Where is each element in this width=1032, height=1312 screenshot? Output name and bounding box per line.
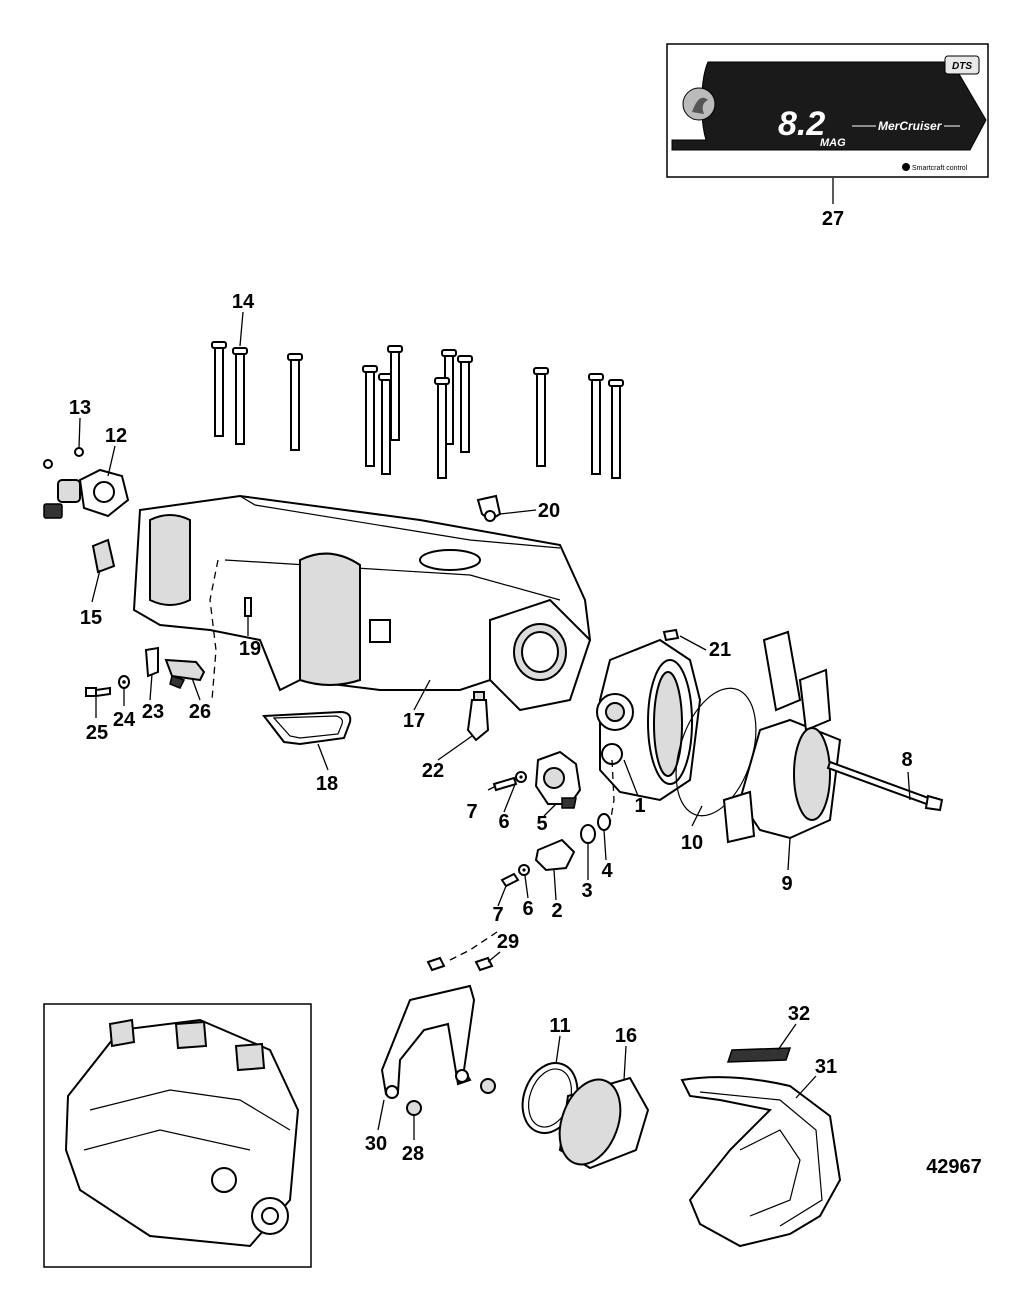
callout-28: 28 <box>402 1143 424 1165</box>
sensor-part-5 <box>534 750 582 809</box>
bolt-part-25 <box>85 686 111 698</box>
callout-8: 8 <box>901 749 912 771</box>
callout-6b: 6 <box>522 898 533 920</box>
drawing-number: 42967 <box>926 1156 982 1178</box>
screw-part-21 <box>662 628 680 642</box>
callout-17: 17 <box>403 710 425 732</box>
gasket-part-18 <box>262 710 352 746</box>
callout-27: 27 <box>822 208 844 230</box>
clip-part-23 <box>144 646 159 678</box>
callout-7: 7 <box>466 801 477 823</box>
decal-model-sub-text: MAG <box>820 137 846 149</box>
o-ring-part-4 <box>597 813 611 831</box>
smartcraft-icon <box>902 163 910 171</box>
throttle-body-part-1 <box>596 638 702 802</box>
leader-lines <box>78 178 911 1140</box>
screw-part-13 <box>74 447 84 457</box>
actuator-part-12 <box>43 459 130 519</box>
assembly-guides <box>209 559 615 961</box>
callout-3: 3 <box>581 880 592 902</box>
callout-20: 20 <box>538 500 560 522</box>
dts-badge-text: DTS <box>952 61 972 72</box>
callout-29: 29 <box>497 931 519 953</box>
callout-13: 13 <box>69 397 91 419</box>
screw-part-7 <box>492 776 518 792</box>
block-part-15 <box>91 538 116 574</box>
engine-inset <box>43 1003 312 1268</box>
screw-part-7b <box>500 872 520 888</box>
callout-14: 14 <box>232 291 255 313</box>
callout-2: 2 <box>551 900 562 922</box>
decal-model-text: 8.2 <box>778 105 825 143</box>
callout-24: 24 <box>113 709 136 731</box>
callout-21: 21 <box>709 639 731 661</box>
washer-part-6 <box>515 771 527 783</box>
callout-9: 9 <box>781 873 792 895</box>
callout-22: 22 <box>422 760 444 782</box>
elbow-fitting-part-20 <box>476 494 502 522</box>
callout-7b: 7 <box>492 904 503 926</box>
callout-30: 30 <box>365 1133 387 1155</box>
callout-10: 10 <box>681 832 703 854</box>
adapter-part-9 <box>722 630 842 844</box>
pin-part-19 <box>244 597 252 617</box>
callout-19: 19 <box>239 638 261 660</box>
smartcraft-emblem-text: Smartcraft control <box>912 165 968 172</box>
callout-25: 25 <box>86 722 108 744</box>
decal-part-32 <box>726 1047 792 1063</box>
intake-manifold-part-17 <box>132 494 592 712</box>
grommet-part-28 <box>406 1078 496 1116</box>
callout-4: 4 <box>601 860 613 882</box>
callout-5: 5 <box>536 813 547 835</box>
callout-31: 31 <box>815 1056 837 1078</box>
washer-part-6b <box>518 864 530 876</box>
callout-23: 23 <box>142 701 164 723</box>
dts-badge <box>944 55 980 75</box>
washer-part-24 <box>118 675 130 689</box>
callout-12: 12 <box>105 425 127 447</box>
callout-18: 18 <box>316 773 338 795</box>
sensor-part-22 <box>466 691 490 742</box>
grommet-part-29 <box>426 956 494 972</box>
callout-32: 32 <box>788 1003 810 1025</box>
callout-1: 1 <box>634 795 645 817</box>
flame-arrestor-part-16 <box>558 1076 650 1170</box>
bracket-part-30 <box>380 984 476 1099</box>
callout-26: 26 <box>189 701 211 723</box>
bolts-part-14 <box>211 341 624 479</box>
engine-cover-part-31 <box>680 1076 842 1248</box>
cover-part-2 <box>534 838 576 872</box>
decal-brand-text: MerCruiser <box>878 119 943 133</box>
o-ring-part-3 <box>580 824 596 844</box>
callout-16: 16 <box>615 1025 637 1047</box>
callout-6: 6 <box>498 811 509 833</box>
callout-labels: 27 14 13 12 20 15 19 21 17 26 23 24 25 8… <box>69 208 913 1165</box>
stud-part-8 <box>826 760 944 812</box>
callout-15: 15 <box>80 607 102 629</box>
sensor-part-26 <box>164 658 206 689</box>
callout-11: 11 <box>549 1015 570 1037</box>
decal-part-27: DTS 8.2 MAG MerCruiser Smartcraft contro… <box>666 43 989 178</box>
